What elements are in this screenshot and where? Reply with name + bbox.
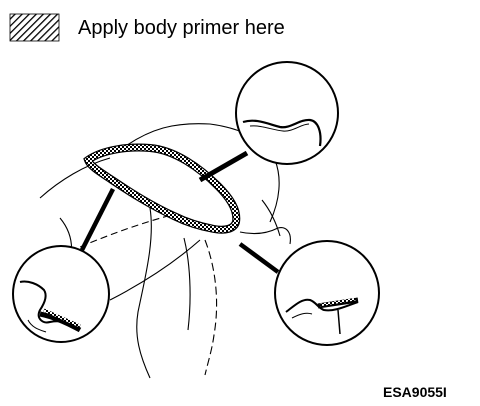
figure-code: ESA9055I [383, 384, 447, 400]
hatched-swatch-icon [9, 13, 60, 42]
primer-band [83, 143, 241, 234]
detail-circle-left [12, 245, 110, 343]
legend-label: Apply body primer here [78, 17, 285, 39]
leader-lines [79, 150, 280, 274]
detail-circle-top [235, 61, 339, 165]
detail-circle-right [274, 240, 380, 346]
